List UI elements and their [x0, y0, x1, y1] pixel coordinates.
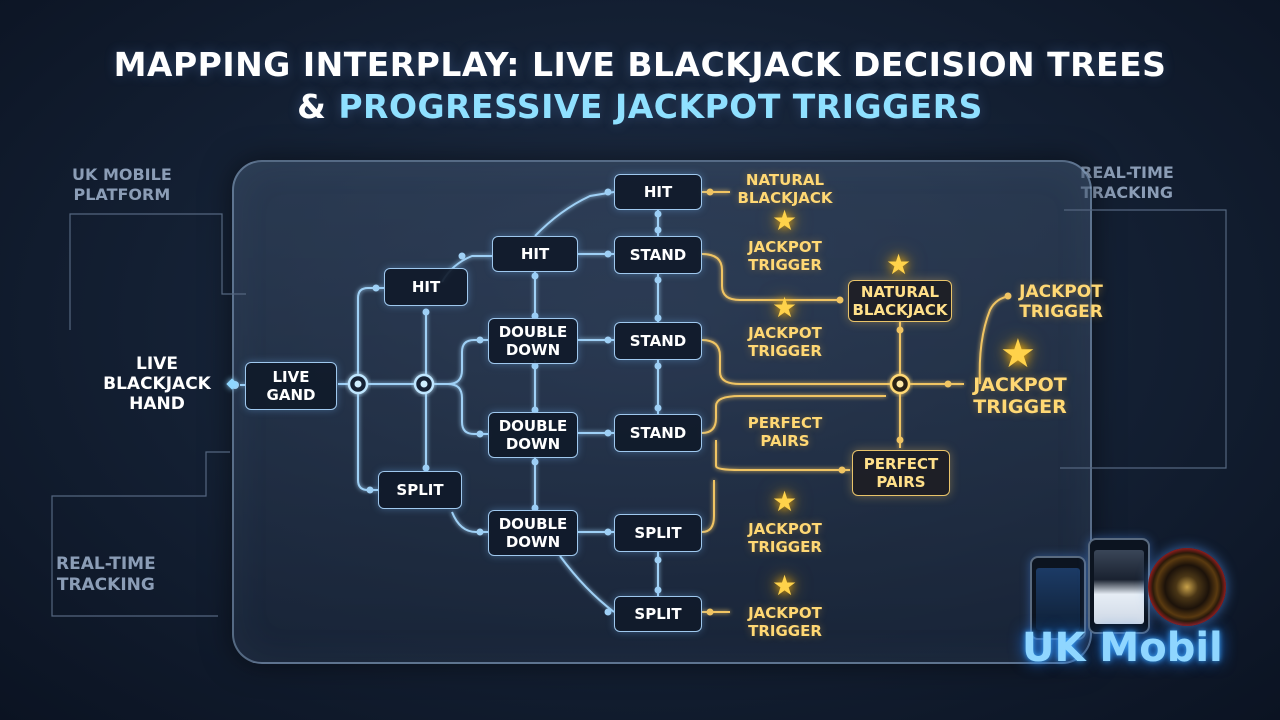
hub-gold-core	[896, 380, 904, 388]
edge-hub2-dd2	[424, 383, 488, 435]
star-icon: ★	[1000, 331, 1036, 377]
node-natural-blackjack-box[interactable]: NATURAL BLACKJACK	[848, 280, 952, 322]
label-natural-blackjack: NATURAL BLACKJACK	[737, 171, 833, 207]
star-icon: ★	[772, 485, 798, 518]
uk-mobile-platform-label: UK MOBILE PLATFORM	[72, 165, 172, 204]
label-jackpot-trigger-2: JACKPOT TRIGGER	[748, 324, 822, 360]
edge-stand2-hub	[701, 339, 900, 385]
title-line-2-accent: PROGRESSIVE JACKPOT TRIGGERS	[338, 87, 983, 126]
phone-graphic	[1030, 556, 1086, 640]
root-label: LIVE BLACKJACK HAND	[103, 354, 211, 414]
real-time-tracking-right-label: REAL-TIME TRACKING	[1080, 163, 1174, 202]
label-jackpot-trigger-right-small: JACKPOT TRIGGER	[1019, 282, 1103, 322]
title-line-2-prefix: &	[297, 87, 339, 126]
node-stand-c[interactable]: STAND	[614, 414, 702, 452]
star-icon: ★	[772, 569, 798, 602]
node-hit-level2[interactable]: HIT	[492, 236, 578, 272]
node-double-down-a[interactable]: DOUBLE DOWN	[488, 318, 578, 364]
gold-connectors	[701, 191, 1011, 613]
edge-split1-perfect	[701, 480, 715, 533]
edge-stand1-natural-box	[701, 253, 840, 301]
real-time-tracking-left-label: REAL-TIME TRACKING	[56, 554, 156, 595]
edge-dd3-split2	[559, 555, 615, 613]
frame-line-top-left	[69, 213, 246, 330]
brand-logo: UK Mobil	[1022, 625, 1223, 671]
hub-2-core	[420, 380, 428, 388]
edge-stand3-perfect	[715, 440, 850, 471]
title-line-1: MAPPING INTERPLAY: LIVE BLACKJACK DECISI…	[113, 45, 1167, 84]
label-jackpot-trigger-3: JACKPOT TRIGGER	[748, 520, 822, 556]
label-jackpot-trigger-4: JACKPOT TRIGGER	[748, 604, 822, 640]
node-perfect-pairs-box[interactable]: PERFECT PAIRS	[852, 450, 950, 496]
title-line-2: & PROGRESSIVE JACKPOT TRIGGERS	[0, 86, 1280, 128]
hub-1-core	[354, 380, 362, 388]
label-perfect-pairs: PERFECT PAIRS	[747, 414, 823, 450]
label-jackpot-trigger-1: JACKPOT TRIGGER	[748, 238, 822, 274]
node-hit-level1[interactable]: HIT	[384, 268, 468, 306]
phone-graphic	[1088, 538, 1150, 634]
junction-dots	[231, 188, 1012, 616]
node-stand-b[interactable]: STAND	[614, 322, 702, 360]
frame-line-right	[1060, 209, 1227, 469]
edge-hub1-split	[357, 384, 378, 491]
edge-stand3-hub	[701, 395, 886, 434]
star-icon: ★	[772, 204, 798, 237]
edge-split-dd3	[451, 511, 488, 533]
node-live-gand[interactable]: LIVE GAND	[245, 362, 337, 410]
node-split-level1[interactable]: SPLIT	[378, 471, 462, 509]
frame-lines	[51, 209, 1227, 617]
label-jackpot-trigger-main: JACKPOT TRIGGER	[973, 374, 1067, 418]
node-split-a[interactable]: SPLIT	[614, 514, 702, 552]
edge-hub2-dd1	[424, 339, 488, 385]
edge-hub1-hit	[357, 287, 384, 384]
node-hit-level3[interactable]: HIT	[614, 174, 702, 210]
node-double-down-b[interactable]: DOUBLE DOWN	[488, 412, 578, 458]
frame-line-bottom-left	[51, 451, 230, 617]
node-double-down-c[interactable]: DOUBLE DOWN	[488, 510, 578, 556]
star-icon: ★	[772, 291, 798, 324]
node-stand-a[interactable]: STAND	[614, 236, 702, 274]
edge-main-small-jackpot	[978, 295, 1011, 385]
edge-hit2-hit3	[534, 191, 615, 237]
node-split-b[interactable]: SPLIT	[614, 596, 702, 632]
star-icon: ★	[886, 248, 912, 281]
roulette-wheel-graphic	[1148, 548, 1226, 626]
page-title: MAPPING INTERPLAY: LIVE BLACKJACK DECISI…	[0, 44, 1280, 128]
